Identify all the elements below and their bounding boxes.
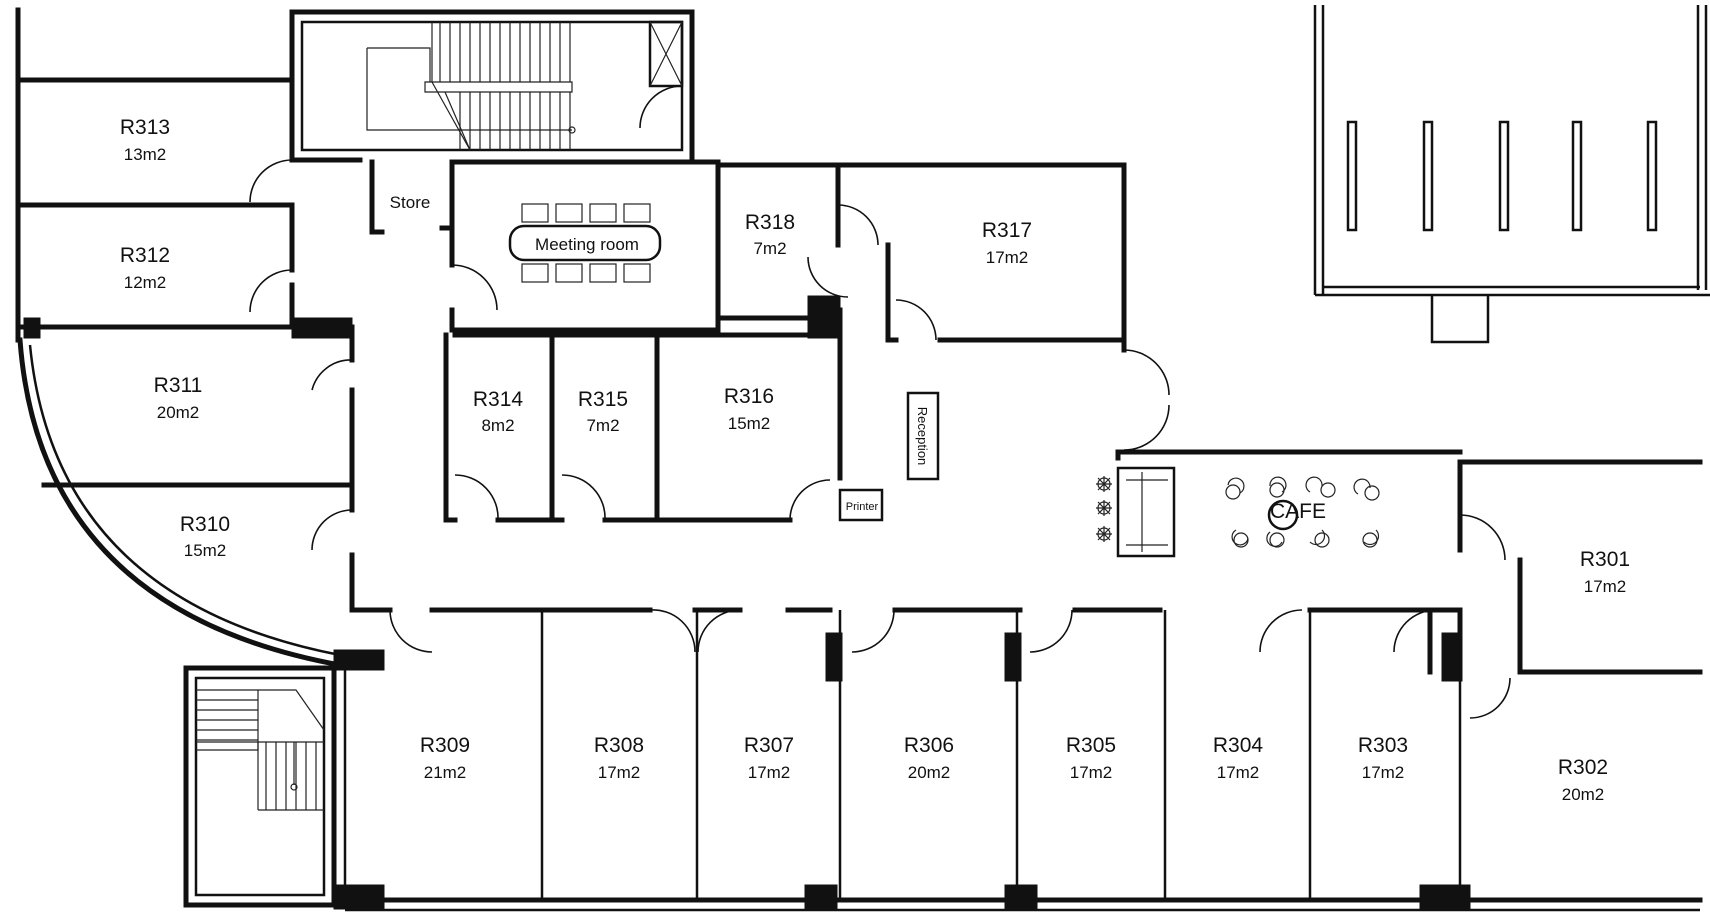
room-label: R312 [120,244,170,267]
lower-stair [196,689,325,811]
reception-label: Reception [915,407,930,466]
room-R316: R316 15m2 [724,385,774,433]
room-R302: R302 20m2 [1558,756,1608,804]
room-label: R308 [594,734,644,757]
room-area: 15m2 [728,414,771,433]
room-area: 20m2 [908,763,951,782]
room-area: 17m2 [1070,763,1113,782]
walls [15,7,1703,912]
room-label: R305 [1066,734,1116,757]
room-label: R314 [473,388,524,411]
room-area: 17m2 [1362,763,1405,782]
room-area: 13m2 [124,145,167,164]
room-label: R309 [420,734,470,757]
room-label: R302 [1558,756,1608,779]
room-label: R304 [1213,734,1264,757]
room-label: R310 [180,513,230,536]
room-R318: R318 7m2 [745,211,795,258]
meeting-table [508,203,662,283]
room-area: 17m2 [1584,577,1627,596]
room-label: R303 [1358,734,1408,757]
cafe-furniture [1096,466,1380,558]
room-label: R318 [745,211,795,234]
room-area: 12m2 [124,273,167,292]
printer-label: Printer [846,501,879,513]
room-label: R311 [154,374,203,397]
meeting-room-label: Meeting room [535,235,639,254]
doors [249,85,1511,719]
room-label: R307 [744,734,794,757]
room-labels: R313 13m2 R312 12m2 R311 20m2 R310 15m2 … [120,116,1630,804]
room-R311: R311 20m2 [154,374,203,422]
room-area: 17m2 [748,763,791,782]
room-R317: R317 17m2 [982,219,1032,267]
room-area: 17m2 [598,763,641,782]
room-R315: R315 7m2 [578,388,628,435]
room-area: 15m2 [184,541,227,560]
room-R314: R314 8m2 [473,388,524,435]
cafe-label: CAFE [1270,500,1326,523]
reception-desk [906,391,940,481]
room-label: R315 [578,388,628,411]
room-R309: R309 21m2 [420,734,470,782]
plant-icon [1096,476,1112,542]
room-R308: R308 17m2 [594,734,644,782]
room-R303: R303 17m2 [1358,734,1408,782]
room-R312: R312 12m2 [120,244,170,292]
room-area: 17m2 [1217,763,1260,782]
room-label: R317 [982,219,1032,242]
room-area: 20m2 [1562,785,1605,804]
room-area: 8m2 [481,416,514,435]
columns [23,295,1471,910]
printer [838,488,884,522]
room-area: 7m2 [586,416,619,435]
room-area: 7m2 [753,239,786,258]
room-R307: R307 17m2 [744,734,794,782]
room-area: 21m2 [424,763,467,782]
room-R301: R301 17m2 [1580,548,1630,596]
room-label: R316 [724,385,774,408]
upper-stair [366,20,684,151]
room-R306: R306 20m2 [904,734,954,782]
room-area: 20m2 [157,403,200,422]
room-area: 17m2 [986,248,1029,267]
room-R304: R304 17m2 [1213,734,1264,782]
top-right-structure [1313,5,1710,344]
room-R313: R313 13m2 [120,116,170,164]
room-R305: R305 17m2 [1066,734,1116,782]
room-R310: R310 15m2 [180,513,230,560]
store-label: Store [390,193,431,212]
room-label: R306 [904,734,954,757]
room-label: R313 [120,116,170,139]
room-label: R301 [1580,548,1630,571]
